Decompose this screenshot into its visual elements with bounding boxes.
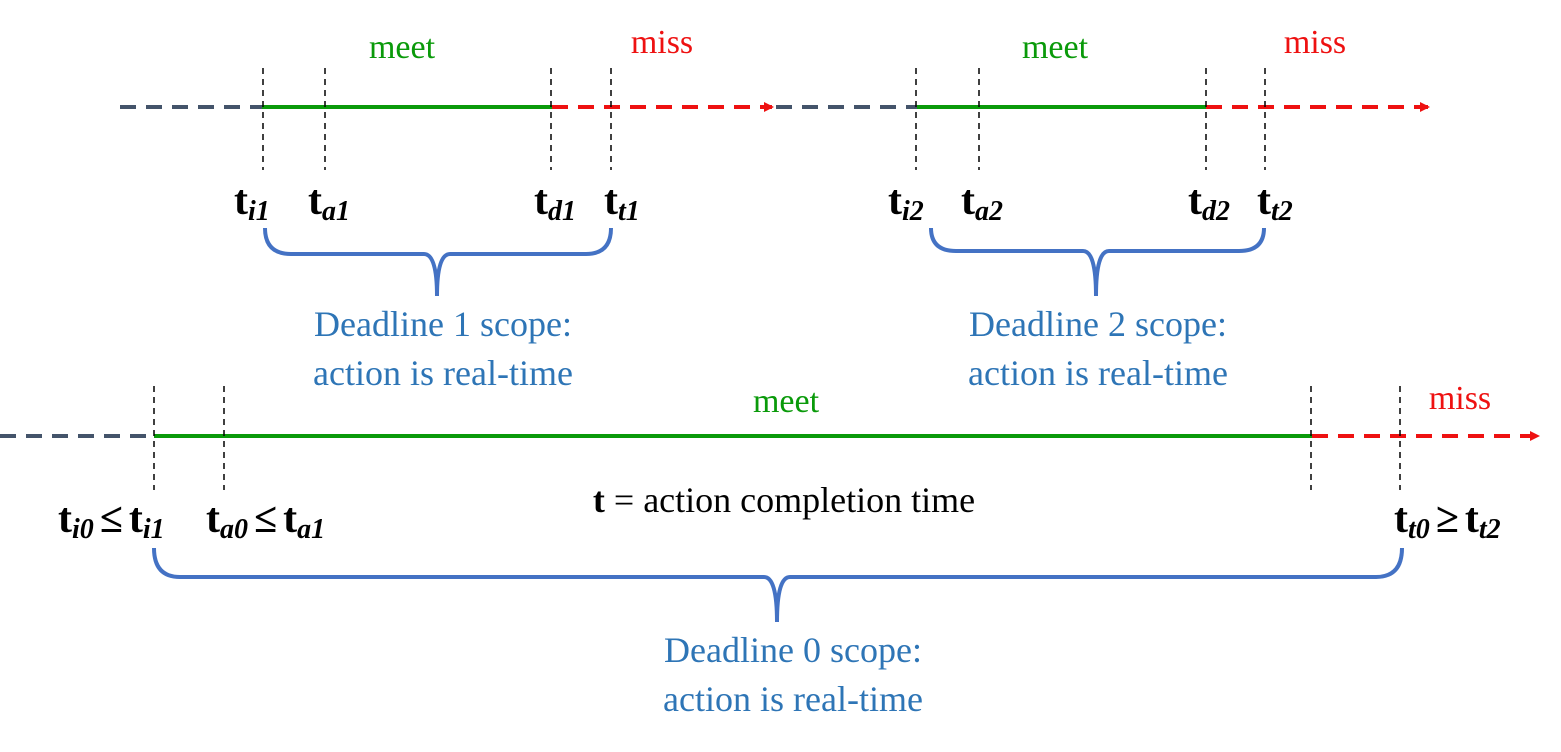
t2-scope-line1: Deadline 2 scope: [969, 304, 1227, 344]
t2-label-a: ta2 [961, 178, 1003, 227]
t2-scope-line2: action is real-time [968, 353, 1228, 393]
t1-miss-label: miss [631, 24, 693, 61]
timeline-1: meet miss ti1 ta1 td1 tt1 Deadline 1 sco… [120, 24, 774, 393]
t2-brace [929, 227, 1266, 297]
t2-label-d: td2 [1188, 178, 1230, 227]
t0-meet-label: meet [753, 383, 820, 420]
t2-label-i: ti2 [888, 178, 924, 227]
t0-label-i0-le-i1: ti0≤ti1 [58, 496, 165, 545]
completion-time-note: t = action completion time [593, 480, 975, 520]
t0-label-a0-le-a1: ta0≤ta1 [206, 496, 325, 545]
t1-brace [263, 227, 613, 297]
t0-scope-line1: Deadline 0 scope: [664, 630, 922, 670]
t1-label-a: ta1 [308, 178, 350, 227]
t1-label-t: tt1 [604, 178, 640, 227]
t2-label-t: tt2 [1257, 178, 1293, 227]
timeline-0: meet miss ti0≤ti1 ta0≤ta1 tt0≥tt2 t = ac… [0, 380, 1540, 719]
t2-meet-label: meet [1022, 29, 1089, 66]
t0-miss-label: miss [1429, 380, 1491, 417]
t1-scope-line2: action is real-time [313, 353, 573, 393]
t0-scope-line2: action is real-time [663, 679, 923, 719]
t1-meet-label: meet [369, 29, 436, 66]
t1-label-d: td1 [534, 178, 576, 227]
t0-brace [152, 547, 1404, 623]
t2-miss-label: miss [1284, 24, 1346, 61]
t0-label-t0-ge-t2: tt0≥tt2 [1394, 496, 1501, 545]
t1-scope-line1: Deadline 1 scope: [314, 304, 572, 344]
timeline-2: meet miss ti2 ta2 td2 tt2 Deadline 2 sco… [776, 24, 1430, 393]
t1-label-i: ti1 [234, 178, 270, 227]
